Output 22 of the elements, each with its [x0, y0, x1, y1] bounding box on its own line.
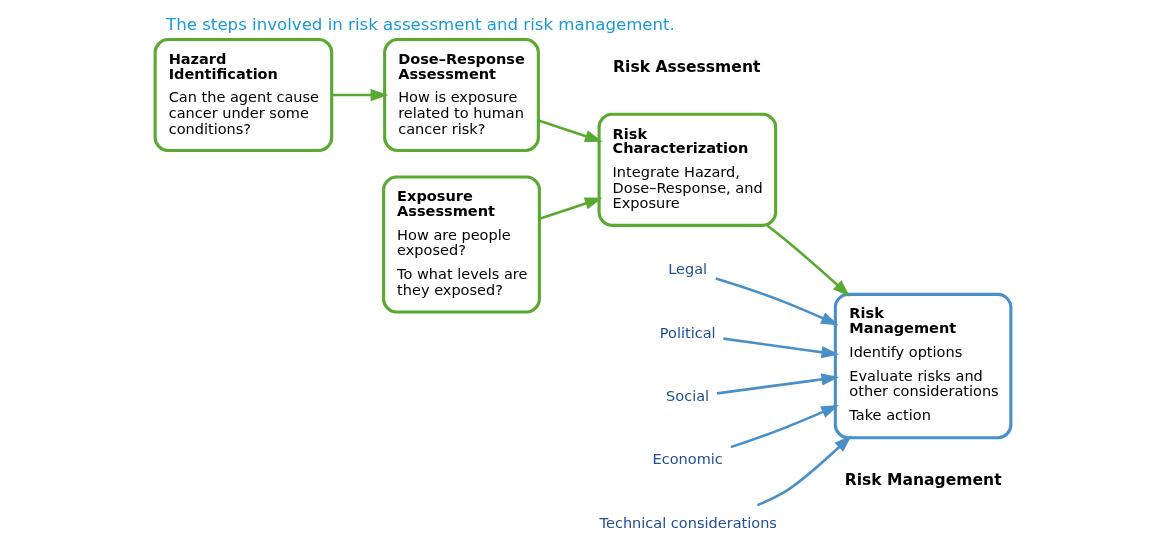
node-text: Technical considerations	[599, 514, 777, 531]
arrow	[730, 404, 839, 449]
arrow	[539, 197, 603, 221]
node-text: Legal	[668, 261, 708, 278]
arrow	[756, 435, 852, 507]
label: Risk Management	[844, 470, 1002, 489]
node-box: Risk Characterization Integrate Hazard, Dose–Response, and Exposure	[597, 112, 778, 227]
arrow	[716, 373, 840, 395]
arrow	[538, 119, 603, 143]
node-box: Exposure Assessment How are people exposed? To what levels are they exposed?	[382, 175, 541, 314]
arrow	[766, 224, 851, 297]
node-text: Social	[666, 388, 710, 405]
node-box: Hazard Identification Can the agent cause cancer under some conditions?	[153, 37, 334, 153]
node-text: Economic	[652, 451, 723, 468]
arrow	[723, 337, 840, 359]
node-text: Political	[659, 324, 716, 341]
node-box: Risk Management Identify options Evaluate risks and other considerations Take action	[833, 292, 1013, 440]
node-box: Dose–Response Assessment How is exposure related to human cancer risk?	[383, 37, 540, 153]
diagram-title: The steps involved in risk assessment and risk management.	[166, 14, 675, 34]
arrow	[331, 88, 389, 102]
label: Risk Assessment	[613, 57, 761, 76]
arrow	[715, 277, 839, 326]
